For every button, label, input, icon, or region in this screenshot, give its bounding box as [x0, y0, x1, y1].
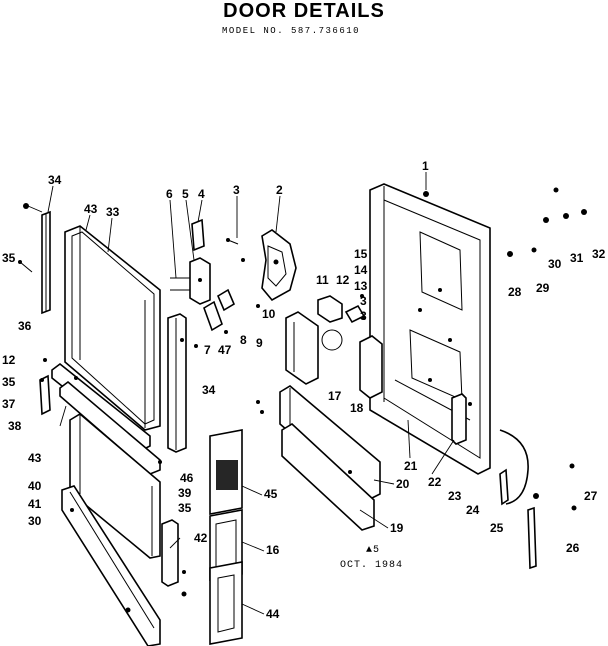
callout-35b: 35 [2, 375, 16, 389]
callout-34: 34 [48, 173, 62, 187]
callout-25: 25 [490, 521, 504, 535]
callout-4: 4 [198, 187, 205, 201]
callout-38: 38 [8, 419, 22, 433]
callout-44: 44 [266, 607, 280, 621]
hinge-pin-6 [170, 277, 190, 291]
screws-near-20 [256, 400, 352, 474]
outer-door-panel [64, 225, 161, 431]
callout-12b: 12 [2, 353, 16, 367]
callout-18: 18 [350, 401, 364, 415]
springs-and-parts [194, 258, 260, 348]
bracket-22-23 [451, 393, 467, 445]
callout-37: 37 [2, 397, 16, 411]
callout-3b: 3 [360, 294, 367, 308]
bottom-long-strip [61, 485, 161, 646]
page-title: DOOR DETAILS [223, 0, 385, 22]
callout-labels: 1 3 2 4 5 6 3 34 43 33 35 8 10 11 12 13 … [2, 159, 606, 621]
callout-2: 2 [276, 183, 283, 197]
callout-31: 31 [570, 251, 584, 265]
callout-28: 28 [508, 285, 522, 299]
callout-39: 39 [178, 486, 192, 500]
callout-9: 9 [256, 336, 263, 350]
callout-11: 11 [316, 273, 329, 287]
inner-door-frame [369, 183, 491, 475]
callout-14: 14 [354, 263, 368, 277]
callout-29: 29 [536, 281, 550, 295]
callout-8: 8 [240, 333, 247, 347]
callout-3: 3 [233, 183, 240, 197]
door-handle-9 [285, 311, 319, 385]
callout-26: 26 [566, 541, 580, 555]
callout-16: 16 [266, 543, 280, 557]
handle-parts-11-12-13 [317, 294, 366, 351]
callout-35: 35 [2, 251, 16, 265]
callout-22: 22 [428, 475, 442, 489]
callout-30b: 30 [28, 514, 42, 528]
clip-37 [39, 374, 51, 416]
side-rail [167, 313, 187, 453]
inner-door-liner-20 [279, 385, 381, 531]
callout-47: 47 [218, 343, 232, 357]
leader-lines [47, 172, 455, 615]
callout-43b: 43 [28, 451, 42, 465]
callout-10: 10 [262, 307, 276, 321]
callout-36: 36 [18, 319, 32, 333]
revision-mark: ▲5 [366, 545, 381, 556]
callout-1: 1 [422, 159, 429, 173]
callout-19: 19 [390, 521, 404, 535]
hinge-bracket-17-18 [359, 335, 383, 399]
lower-trim-strip [51, 362, 161, 475]
callout-5: 5 [182, 187, 189, 201]
door-seal-strip [41, 210, 51, 315]
model-number: MODEL NO. 587.736610 [222, 26, 361, 36]
callout-24: 24 [466, 503, 480, 517]
callout-23: 23 [448, 489, 462, 503]
callout-32: 32 [592, 247, 606, 261]
panel-insert-44 [209, 561, 243, 645]
callout-7: 7 [204, 343, 211, 357]
panel-insert-45 [209, 429, 243, 515]
screw-top-left [23, 203, 43, 213]
screw-35-left [18, 260, 33, 273]
small-screws-left [40, 358, 187, 613]
revision-date: OCT. 1984 [340, 560, 404, 571]
callout-20: 20 [396, 477, 410, 491]
callout-3c: 3 [360, 309, 367, 323]
callout-40: 40 [28, 479, 42, 493]
hardware-right-28-32 [507, 187, 587, 511]
callout-17: 17 [328, 389, 342, 403]
callout-34b: 34 [202, 383, 216, 397]
callout-45: 45 [264, 487, 278, 501]
callout-30: 30 [548, 257, 562, 271]
bracket-42 [161, 519, 179, 587]
callout-6: 6 [166, 187, 173, 201]
latch-assembly-5 [189, 257, 211, 305]
callout-42: 42 [194, 531, 208, 545]
callout-12: 12 [336, 273, 350, 287]
callout-27: 27 [584, 489, 598, 503]
callout-13: 13 [354, 279, 368, 293]
hinge-arm-24-25 [499, 429, 537, 570]
callout-46: 46 [180, 471, 194, 485]
callout-35c: 35 [178, 501, 192, 515]
callout-15: 15 [354, 247, 368, 261]
callout-43: 43 [84, 202, 98, 216]
screw-3-top [226, 238, 239, 245]
latch-bracket-4 [191, 218, 205, 252]
latch-mechanism-2 [261, 229, 297, 302]
callout-33: 33 [106, 205, 120, 219]
callout-21: 21 [404, 459, 418, 473]
callout-41: 41 [28, 497, 42, 511]
